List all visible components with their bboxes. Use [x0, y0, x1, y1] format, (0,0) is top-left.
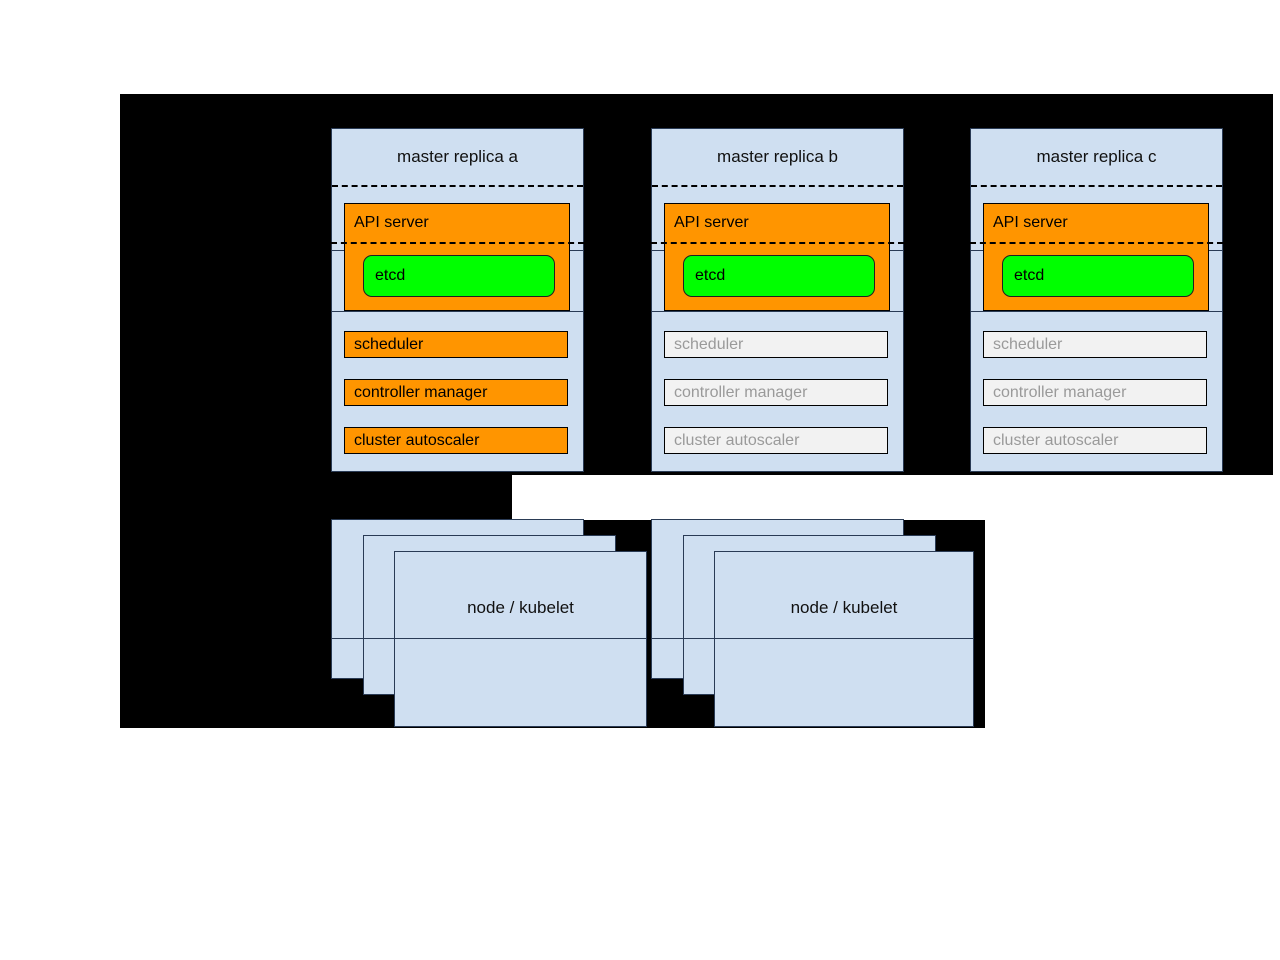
replica-c-etcd[interactable]: etcd	[1002, 255, 1194, 297]
replica-a-title: master replica a	[397, 147, 518, 166]
replica-c-scheduler[interactable]: scheduler	[983, 331, 1207, 358]
node-stack-1-card-front[interactable]: node / kubelet	[394, 551, 647, 727]
replica-a-dashed-sep-top	[332, 185, 583, 187]
replica-a-dashed-sep-api	[331, 242, 584, 244]
replica-b-title: master replica b	[717, 147, 838, 166]
node-stack-1-sep	[331, 638, 647, 639]
replica-c-title: master replica c	[1036, 147, 1157, 166]
replica-b-solid-sep-lower	[652, 311, 903, 312]
replica-c-apiserver-label: API server	[993, 214, 1068, 231]
replica-a-cluster-autoscaler[interactable]: cluster autoscaler	[344, 427, 568, 454]
node-stack-2-sep	[651, 638, 974, 639]
replica-b-dashed-sep-api	[651, 242, 904, 244]
replica-c-solid-sep-lower	[971, 311, 1222, 312]
backdrop-notch	[512, 475, 1280, 520]
replica-b-etcd[interactable]: etcd	[683, 255, 875, 297]
replica-a-scheduler[interactable]: scheduler	[344, 331, 568, 358]
replica-c-dashed-sep-api	[970, 242, 1223, 244]
replica-a-etcd[interactable]: etcd	[363, 255, 555, 297]
node-stack-2-label: node / kubelet	[790, 598, 898, 617]
replica-b-controller-manager[interactable]: controller manager	[664, 379, 888, 406]
replica-b-dashed-sep-top	[652, 185, 903, 187]
replica-b-cluster-autoscaler[interactable]: cluster autoscaler	[664, 427, 888, 454]
node-stack-2-card-front[interactable]: node / kubelet	[714, 551, 974, 727]
replica-a-solid-sep-lower	[332, 311, 583, 312]
replica-c-controller-manager[interactable]: controller manager	[983, 379, 1207, 406]
node-stack-1-label: node / kubelet	[467, 598, 574, 617]
replica-c-dashed-sep-top	[971, 185, 1222, 187]
replica-a-controller-manager[interactable]: controller manager	[344, 379, 568, 406]
replica-a-apiserver-label: API server	[354, 214, 429, 231]
replica-c-cluster-autoscaler[interactable]: cluster autoscaler	[983, 427, 1207, 454]
replica-b-apiserver-label: API server	[674, 214, 749, 231]
backdrop-notch-right	[985, 520, 1280, 728]
replica-b-scheduler[interactable]: scheduler	[664, 331, 888, 358]
